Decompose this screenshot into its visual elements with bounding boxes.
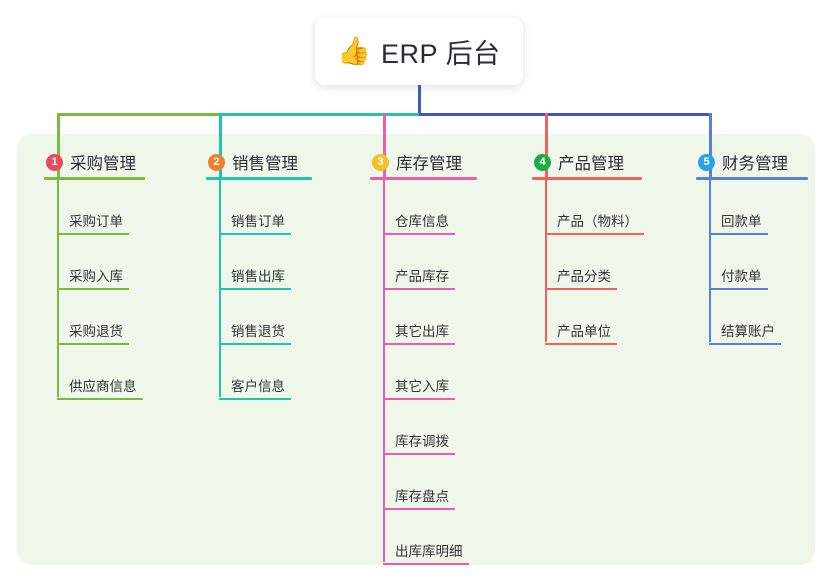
branch-header-库存管理[interactable]: 3 库存管理 xyxy=(372,150,462,174)
leaf-label: 库存调拨 xyxy=(395,434,449,449)
branch-number-badge: 5 xyxy=(698,153,715,171)
leaf-label: 销售订单 xyxy=(231,214,285,229)
leaf-label: 采购订单 xyxy=(69,214,123,229)
leaf-node-仓库信息[interactable]: 仓库信息 xyxy=(383,210,455,235)
root-title: ERP 后台 xyxy=(381,39,501,69)
bus-drop-2 xyxy=(219,113,222,179)
branch-header-underline xyxy=(206,177,312,180)
leaf-node-付款单[interactable]: 付款单 xyxy=(709,265,768,290)
leaf-label: 仓库信息 xyxy=(395,214,449,229)
branch-number-badge: 2 xyxy=(208,153,225,171)
leaf-underline xyxy=(383,288,455,290)
leaf-underline xyxy=(219,233,291,235)
bus-segment-teal xyxy=(219,113,421,116)
leaf-underline xyxy=(57,288,129,290)
branch-header-采购管理[interactable]: 1 采购管理 xyxy=(46,150,136,174)
branch-header-underline xyxy=(696,177,808,180)
branch-stem xyxy=(383,179,385,562)
leaf-label: 采购入库 xyxy=(69,269,123,284)
diagram-panel xyxy=(17,134,815,565)
leaf-underline xyxy=(709,233,768,235)
root-node[interactable]: 👍 ERP 后台 xyxy=(315,18,523,85)
bus-segment-indigo xyxy=(419,113,712,116)
leaf-node-库存调拨[interactable]: 库存调拨 xyxy=(383,430,455,455)
leaf-underline xyxy=(383,343,455,345)
leaf-underline xyxy=(709,343,781,345)
leaf-label: 回款单 xyxy=(721,214,762,229)
branch-header-产品管理[interactable]: 4 产品管理 xyxy=(534,150,624,174)
leaf-node-采购退货[interactable]: 采购退货 xyxy=(57,320,129,345)
leaf-label: 出库库明细 xyxy=(395,544,463,559)
leaf-node-其它入库[interactable]: 其它入库 xyxy=(383,375,455,400)
leaf-underline xyxy=(219,398,291,400)
leaf-underline xyxy=(545,343,617,345)
branch-title: 销售管理 xyxy=(232,155,298,173)
leaf-label: 库存盘点 xyxy=(395,489,449,504)
leaf-underline xyxy=(219,343,291,345)
leaf-underline xyxy=(57,343,129,345)
leaf-node-销售订单[interactable]: 销售订单 xyxy=(219,210,291,235)
leaf-node-采购入库[interactable]: 采购入库 xyxy=(57,265,129,290)
leaf-node-采购订单[interactable]: 采购订单 xyxy=(57,210,129,235)
leaf-node-产品库存[interactable]: 产品库存 xyxy=(383,265,455,290)
branch-title: 库存管理 xyxy=(396,155,462,173)
leaf-underline xyxy=(545,233,644,235)
leaf-underline xyxy=(57,233,129,235)
branch-header-销售管理[interactable]: 2 销售管理 xyxy=(208,150,298,174)
leaf-node-结算账户[interactable]: 结算账户 xyxy=(709,320,781,345)
leaf-node-销售出库[interactable]: 销售出库 xyxy=(219,265,291,290)
root-stem-connector xyxy=(418,85,421,116)
thumbs-up-icon: 👍 xyxy=(337,36,372,66)
leaf-label: 采购退货 xyxy=(69,324,123,339)
leaf-label: 其它出库 xyxy=(395,324,449,339)
branch-title: 产品管理 xyxy=(558,155,624,173)
leaf-node-产品（物料）[interactable]: 产品（物料） xyxy=(545,210,644,235)
branch-title: 采购管理 xyxy=(70,155,136,173)
leaf-label: 结算账户 xyxy=(721,324,775,339)
leaf-underline xyxy=(219,288,291,290)
leaf-node-产品分类[interactable]: 产品分类 xyxy=(545,265,617,290)
leaf-node-客户信息[interactable]: 客户信息 xyxy=(219,375,291,400)
branch-header-underline xyxy=(44,177,145,180)
leaf-label: 付款单 xyxy=(721,269,762,284)
bus-drop-4 xyxy=(545,113,548,179)
leaf-label: 其它入库 xyxy=(395,379,449,394)
leaf-label: 供应商信息 xyxy=(69,379,137,394)
bus-drop-1 xyxy=(57,113,60,179)
branch-header-underline xyxy=(532,177,642,180)
leaf-underline xyxy=(709,288,768,290)
branch-title: 财务管理 xyxy=(722,155,788,173)
leaf-underline xyxy=(383,398,455,400)
leaf-label: 产品单位 xyxy=(557,324,611,339)
leaf-underline xyxy=(383,233,455,235)
bus-drop-5 xyxy=(709,113,712,179)
leaf-label: 销售出库 xyxy=(231,269,285,284)
leaf-node-供应商信息[interactable]: 供应商信息 xyxy=(57,375,143,400)
leaf-underline xyxy=(383,563,469,565)
branch-header-underline xyxy=(370,177,477,180)
branch-number-badge: 4 xyxy=(534,153,551,171)
branch-stem xyxy=(709,179,711,342)
branch-number-badge: 1 xyxy=(46,153,63,171)
leaf-node-库存盘点[interactable]: 库存盘点 xyxy=(383,485,455,510)
leaf-label: 产品分类 xyxy=(557,269,611,284)
leaf-underline xyxy=(383,508,455,510)
bus-drop-3 xyxy=(383,113,386,179)
leaf-label: 产品（物料） xyxy=(557,214,638,229)
leaf-underline xyxy=(57,398,143,400)
leaf-node-销售退货[interactable]: 销售退货 xyxy=(219,320,291,345)
leaf-underline xyxy=(383,453,455,455)
branch-number-badge: 3 xyxy=(372,153,389,171)
branch-header-财务管理[interactable]: 5 财务管理 xyxy=(698,150,788,174)
leaf-node-产品单位[interactable]: 产品单位 xyxy=(545,320,617,345)
leaf-node-出库库明细[interactable]: 出库库明细 xyxy=(383,540,469,565)
leaf-node-其它出库[interactable]: 其它出库 xyxy=(383,320,455,345)
branch-stem xyxy=(545,179,547,342)
leaf-node-回款单[interactable]: 回款单 xyxy=(709,210,768,235)
leaf-label: 销售退货 xyxy=(231,324,285,339)
leaf-label: 客户信息 xyxy=(231,379,285,394)
leaf-label: 产品库存 xyxy=(395,269,449,284)
leaf-underline xyxy=(545,288,617,290)
